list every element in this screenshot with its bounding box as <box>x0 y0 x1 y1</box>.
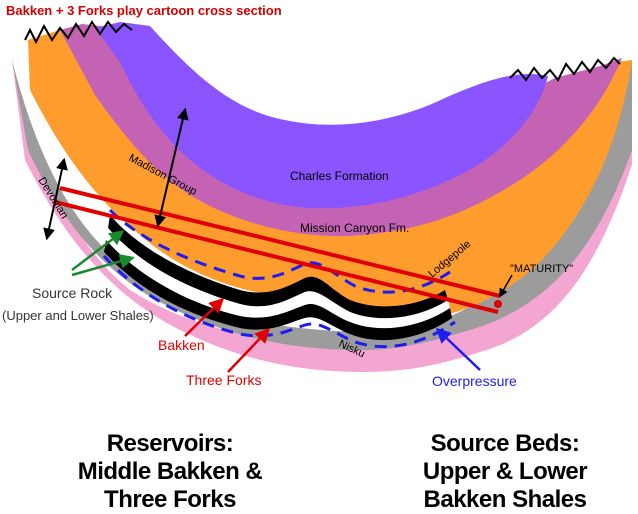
reservoirs-detail: Middle Bakken & Three Forks <box>77 458 263 513</box>
overpressure-arrow <box>435 327 481 371</box>
maturity-dot <box>494 300 502 308</box>
page-title: Bakken + 3 Forks play cartoon cross sect… <box>6 3 282 18</box>
middle-bakken <box>106 228 450 329</box>
three-forks-arrow <box>227 327 271 373</box>
source-beds-caption: Source Beds: Upper & Lower Bakken Shales <box>385 430 625 514</box>
maturity-line-lower <box>54 200 499 314</box>
reservoirs-heading: Reservoirs: <box>106 430 234 457</box>
source-rock-label: Source Rock <box>32 285 113 301</box>
bakken-arrow <box>184 297 225 337</box>
reservoirs-caption: Reservoirs: Middle Bakken & Three Forks <box>60 430 280 514</box>
source-beds-heading: Source Beds: <box>430 430 580 457</box>
lower-bakken-shale <box>104 240 452 341</box>
source-rock-arrow-upper <box>71 230 125 271</box>
maturity-arrow <box>499 274 513 298</box>
maturity-line-upper <box>59 186 501 298</box>
cross-section-diagram: Charles Formation Mission Canyon Fm. Mad… <box>2 20 632 389</box>
maturity-label: "MATURITY" <box>510 263 573 275</box>
left-ragged-top <box>24 20 133 45</box>
right-ragged-top <box>509 56 621 82</box>
bakken-label: Bakken <box>158 337 205 353</box>
mauve-layer <box>60 24 622 237</box>
upper-bakken-shale <box>108 215 448 319</box>
madison-arrow <box>154 107 189 228</box>
orange-layer <box>28 30 632 322</box>
source-rock-arrow-lower <box>71 254 135 277</box>
overpressure-label: Overpressure <box>432 373 517 389</box>
source-beds-detail: Upper & Lower Bakken Shales <box>422 458 588 513</box>
three-forks-label: Three Forks <box>186 372 261 388</box>
purple-layer <box>95 22 548 209</box>
devonian-arrow <box>43 157 68 241</box>
charles-label: Charles Formation <box>290 169 389 183</box>
source-rock-sublabel: (Upper and Lower Shales) <box>2 308 154 323</box>
mission-canyon-label: Mission Canyon Fm. <box>300 221 409 235</box>
